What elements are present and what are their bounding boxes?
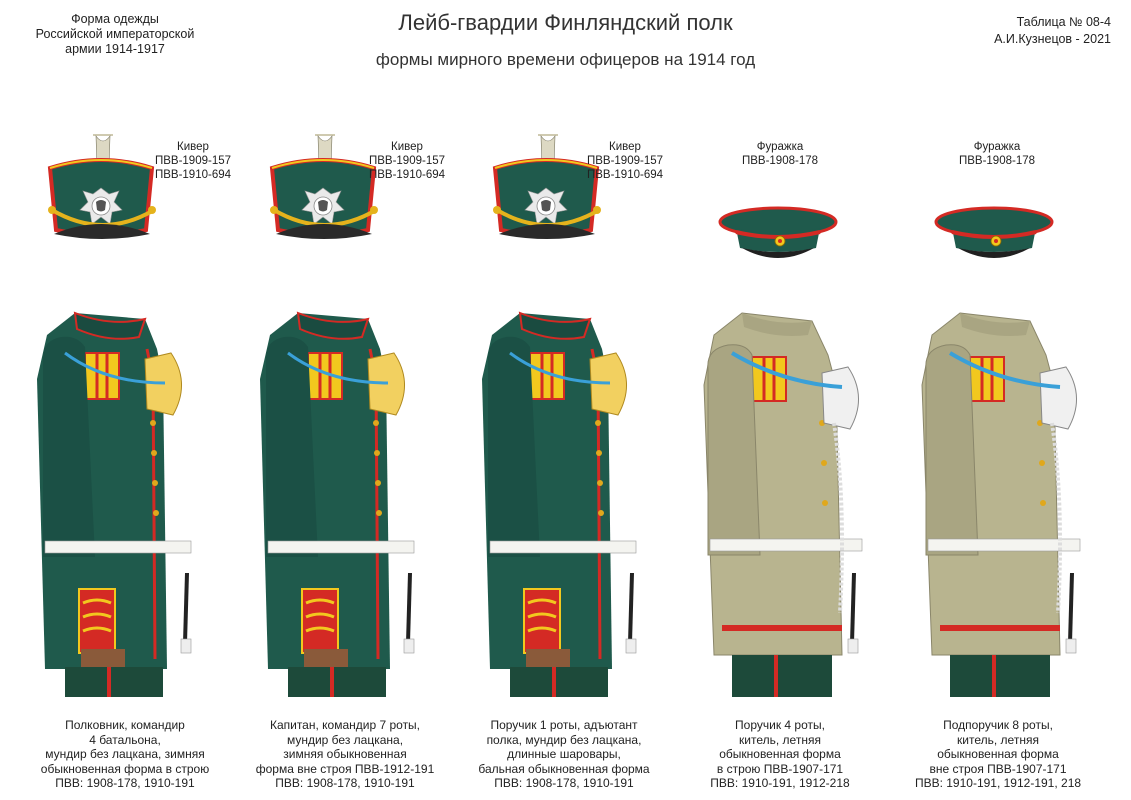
author-line: А.И.Кузнецов - 2021	[994, 32, 1111, 46]
hat-regulation: ПВВ-1909-157	[368, 155, 446, 167]
caption-line: мундир без лацкана,	[286, 732, 404, 747]
hat-regulation: ПВВ-1910-694	[368, 169, 446, 181]
hat-label-3: Кивер ПВВ-1909-157 ПВВ-1910-694	[565, 140, 685, 182]
hat-regulation: ПВВ-1910-694	[586, 169, 664, 181]
caption-line: вне строя ПВВ-1907-171	[929, 761, 1067, 776]
figure-caption-5: Подпоручик 8 роты, китель, летняя обыкно…	[888, 718, 1108, 791]
caption-line: обыкновенная форма	[937, 747, 1059, 761]
peaked-cap-icon	[718, 206, 838, 260]
figure-caption-4: Поручик 4 роты, китель, летняя обыкновен…	[670, 718, 890, 791]
lieutenant-kitel-figure	[702, 311, 864, 699]
caption-line: форма вне строя ПВВ-1912-191	[255, 761, 435, 776]
caption-line: зимняя обыкновенная	[283, 747, 407, 761]
hat-label-4: Фуражка ПВВ-1908-178	[720, 140, 840, 168]
table-number: Таблица № 08-4	[1016, 15, 1111, 29]
caption-line: длинные шаровары,	[507, 747, 621, 761]
caption-line: в строю ПВВ-1907-171	[716, 761, 844, 776]
peaked-cap-icon	[934, 206, 1054, 260]
caption-line: полка, мундир без лацкана,	[486, 732, 642, 747]
figure-caption-1: Полковник, командир 4 батальона, мундир …	[15, 718, 235, 791]
figure-caption-3: Поручик 1 роты, адъютант полка, мундир б…	[454, 718, 674, 791]
table-info-block: Таблица № 08-4 А.И.Кузнецов - 2021	[994, 14, 1111, 48]
sub-lieutenant-kitel-figure	[920, 311, 1082, 699]
caption-line: Поручик 1 роты, адъютант	[490, 718, 638, 732]
caption-line: Полковник, командир	[65, 718, 185, 732]
figure-caption-2: Капитан, командир 7 роты, мундир без лац…	[235, 718, 455, 791]
hat-regulation: ПВВ-1910-694	[154, 169, 232, 181]
hat-regulation: ПВВ-1908-178	[741, 155, 819, 167]
hat-regulation: ПВВ-1909-157	[154, 155, 232, 167]
caption-line: китель, летняя	[957, 732, 1039, 747]
caption-line: мундир без лацкана, зимняя	[45, 747, 205, 761]
series-line-2: Российской императорской	[35, 27, 195, 41]
captain-uniform-figure	[258, 311, 416, 699]
caption-line: китель, летняя	[739, 732, 821, 747]
caption-line: ПВВ: 1908-178, 1910-191	[55, 776, 195, 790]
hat-regulation: ПВВ-1908-178	[958, 155, 1036, 167]
page-subtitle: формы мирного времени офицеров на 1914 г…	[375, 50, 756, 69]
caption-line: ПВВ: 1910-191, 1912-191, 218	[914, 776, 1082, 790]
colonel-uniform-figure	[35, 311, 193, 699]
caption-line: 4 батальона,	[89, 732, 161, 747]
hat-regulation: ПВВ-1909-157	[586, 155, 664, 167]
caption-line: бальная обыкновенная форма	[478, 761, 650, 776]
hat-label-2: Кивер ПВВ-1909-157 ПВВ-1910-694	[347, 140, 467, 182]
caption-line: обыкновенная форма	[719, 747, 841, 761]
hat-name: Кивер	[391, 141, 423, 153]
hat-name: Фуражка	[756, 141, 804, 153]
caption-line: Капитан, командир 7 роты,	[269, 718, 421, 732]
caption-line: ПВВ: 1908-178, 1910-191	[494, 776, 634, 790]
caption-line: Подпоручик 8 роты,	[943, 718, 1053, 732]
lieutenant-uniform-figure	[480, 311, 638, 699]
hat-label-5: Фуражка ПВВ-1908-178	[937, 140, 1057, 168]
hat-label-1: Кивер ПВВ-1909-157 ПВВ-1910-694	[133, 140, 253, 182]
caption-line: ПВВ: 1910-191, 1912-218	[710, 776, 850, 790]
series-line-1: Форма одежды	[71, 12, 159, 26]
hat-name: Кивер	[609, 141, 641, 153]
page-title: Лейб-гвардии Финляндский полк	[398, 10, 733, 35]
caption-line: обыкновенная форма в строю	[40, 761, 210, 776]
caption-line: ПВВ: 1908-178, 1910-191	[275, 776, 415, 790]
series-line-3: армии 1914-1917	[65, 42, 165, 56]
caption-line: Поручик 4 роты,	[735, 718, 825, 732]
series-title-block: Форма одежды Российской императорской ар…	[20, 12, 210, 57]
hat-name: Кивер	[177, 141, 209, 153]
hat-name: Фуражка	[973, 141, 1021, 153]
